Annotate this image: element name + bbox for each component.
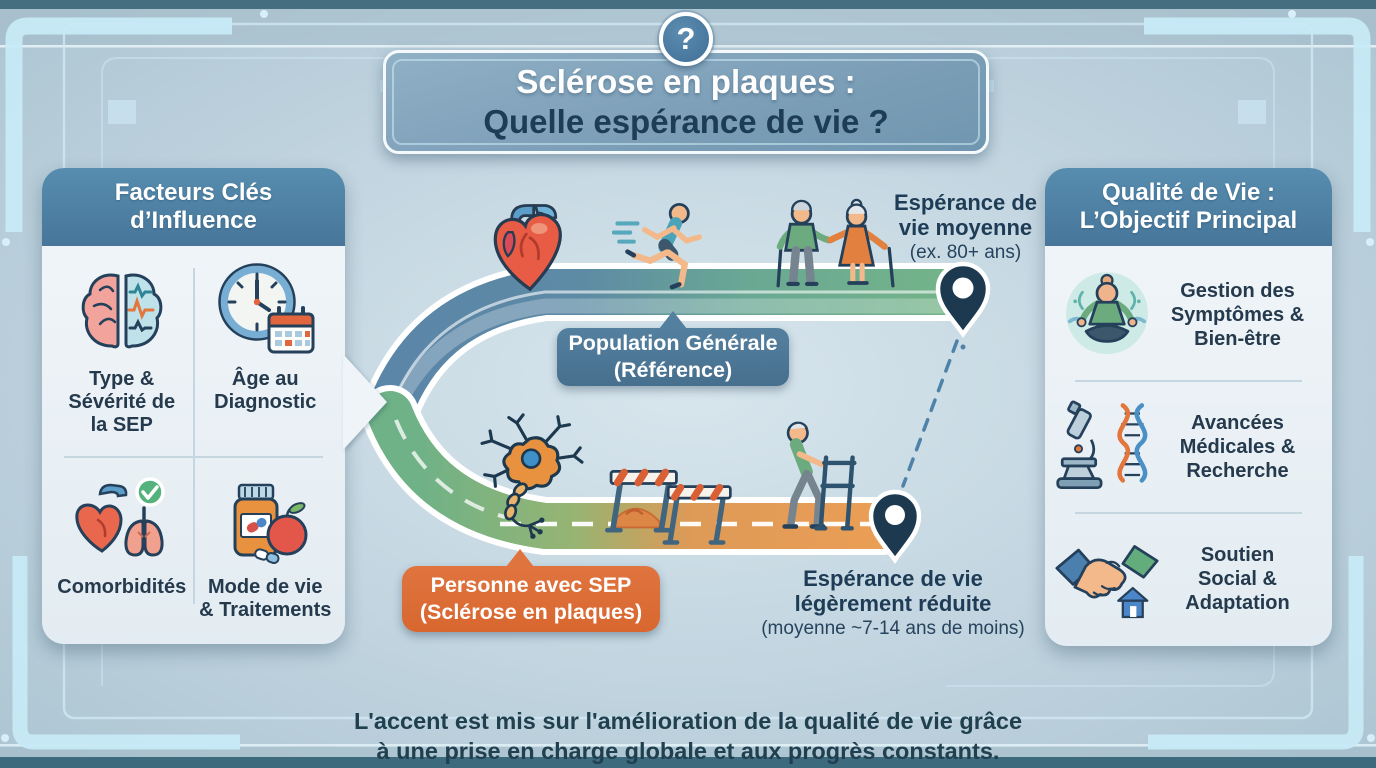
factor-item-age-diagnostic: Âge au Diagnostic xyxy=(194,248,338,460)
sep-path-bubble: Personne avec SEP (Sclérose en plaques) xyxy=(402,549,660,632)
general-annotation: Espérance de vie moyenne (ex. 80+ ans) xyxy=(878,190,1053,264)
factor-item-type-severity: Type & Sévérité de la SEP xyxy=(50,248,194,460)
map-pin-sep xyxy=(868,489,922,564)
left-panel-header: Facteurs Clés d’Influence xyxy=(42,168,345,246)
bubble-notch xyxy=(659,311,687,329)
sep-annotation: Espérance de vie légèrement réduite (moy… xyxy=(745,566,1041,640)
right-panel: Qualité de Vie : L’Objectif Principal xyxy=(1045,168,1332,646)
goal-label: Avancées Médicales & Recherche xyxy=(1179,412,1296,482)
pill-bottle-apple-icon xyxy=(215,472,315,572)
walker-person-icon xyxy=(766,418,872,552)
title-box: Sclérose en plaques : Quelle espérance d… xyxy=(383,50,989,154)
question-mark-badge: ? xyxy=(659,12,713,66)
general-path-bubble: Population Générale (Référence) xyxy=(557,311,789,386)
panel-divider xyxy=(64,456,323,458)
question-mark: ? xyxy=(676,21,696,56)
handshake-house-icon xyxy=(1055,531,1159,627)
pin-connector-dashed-line xyxy=(901,339,959,488)
title-line2: Quelle espérance de vie ? xyxy=(483,103,889,141)
sep-road xyxy=(361,385,911,555)
factor-item-comorbidities: Comorbidités xyxy=(50,460,194,634)
heart-lungs-check-icon xyxy=(70,472,174,572)
factor-label: Type & Sévérité de la SEP xyxy=(68,368,176,437)
heart-icon xyxy=(484,194,576,298)
left-panel-title: Facteurs Clés d’Influence xyxy=(114,178,273,234)
goal-label: Gestion des Symptômes & Bien-être xyxy=(1170,280,1305,350)
panel-divider xyxy=(1075,380,1302,382)
map-pin-general xyxy=(935,261,991,350)
elderly-couple-icon xyxy=(766,198,906,312)
sep-annotation-text: Espérance de vie légèrement réduite xyxy=(794,566,992,617)
sep-annotation-sub: (moyenne ~7-14 ans de moins) xyxy=(761,617,1025,639)
clock-calendar-icon xyxy=(215,260,315,364)
right-panel-header: Qualité de Vie : L’Objectif Principal xyxy=(1045,168,1332,246)
goal-item-medical-research: Avancées Médicales & Recherche xyxy=(1055,386,1322,508)
brain-icon xyxy=(72,260,172,364)
title-line1: Sclérose en plaques : xyxy=(516,63,856,100)
right-panel-title: Qualité de Vie : L’Objectif Principal xyxy=(1079,178,1298,234)
general-annotation-text: Espérance de vie moyenne xyxy=(893,190,1038,241)
factor-item-lifestyle-treatments: Mode de vie & Traitements xyxy=(194,460,338,634)
neuron-icon xyxy=(474,410,590,542)
panel-divider xyxy=(1075,512,1302,514)
general-annotation-sub: (ex. 80+ ans) xyxy=(909,241,1022,263)
hurdles-icon xyxy=(598,458,738,552)
runner-icon xyxy=(612,198,712,298)
goal-item-symptom-management: Gestion des Symptômes & Bien-être xyxy=(1055,254,1322,376)
factor-label: Mode de vie & Traitements xyxy=(199,576,332,622)
factor-label: Comorbidités xyxy=(57,576,187,598)
factor-label: Âge au Diagnostic xyxy=(214,368,317,414)
meditation-icon xyxy=(1055,265,1159,365)
sep-path-label: Personne avec SEP (Sclérose en plaques) xyxy=(419,573,643,624)
goal-label: Soutien Social & Adaptation xyxy=(1185,544,1290,614)
general-path-label: Population Générale (Référence) xyxy=(568,331,778,382)
panel-divider xyxy=(192,268,195,604)
microscope-dna-icon xyxy=(1055,398,1159,496)
bubble-notch xyxy=(506,549,534,567)
footer-caption: L'accent est mis sur l'amélioration de l… xyxy=(353,707,1023,765)
left-panel: Facteurs Clés d’Influence Type & Sévérit… xyxy=(42,168,345,644)
goal-item-social-support: Soutien Social & Adaptation xyxy=(1055,518,1322,640)
